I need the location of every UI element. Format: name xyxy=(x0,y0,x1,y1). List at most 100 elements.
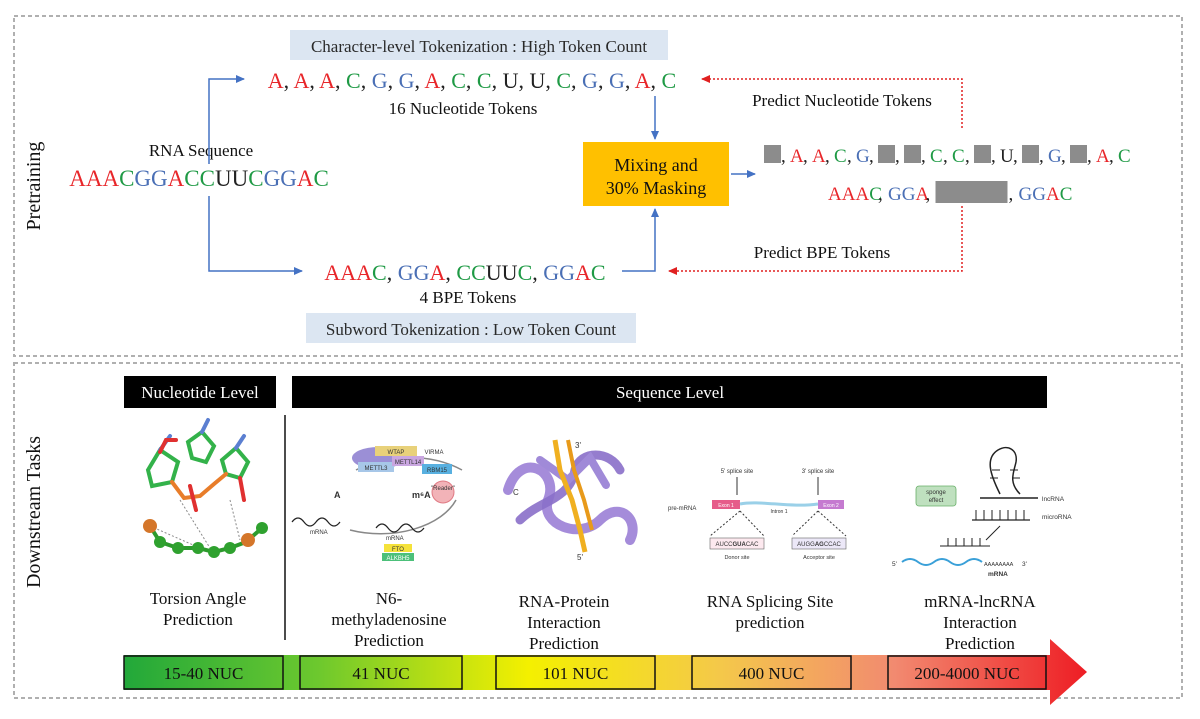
masked-char-token: A xyxy=(790,146,804,167)
rna-nucleotide: G xyxy=(280,166,297,191)
mask-block xyxy=(935,181,1008,203)
bpe-token-char: C xyxy=(456,260,471,285)
bpe-token-char: G xyxy=(414,260,430,285)
token-separator: , xyxy=(361,68,372,93)
token-separator: , xyxy=(388,68,399,93)
masked-char-token: G xyxy=(1048,146,1062,167)
mixing-label-line1: Mixing and xyxy=(614,155,698,175)
svg-text:"Reader": "Reader" xyxy=(431,486,455,492)
mixing-label-line2: 30% Masking xyxy=(606,178,707,198)
nuc-length-box xyxy=(123,655,284,690)
svg-text:AUGGAGCCAC: AUGGAGCCAC xyxy=(797,542,841,548)
svg-text:5': 5' xyxy=(892,561,897,568)
token-separator: , xyxy=(440,68,451,93)
char-token: U xyxy=(503,68,519,93)
char-token: A xyxy=(424,68,440,93)
svg-text:sponge: sponge xyxy=(926,490,946,496)
svg-text:mRNA: mRNA xyxy=(988,571,1008,578)
char-token: C xyxy=(556,68,571,93)
svg-text:WTAP: WTAP xyxy=(388,450,405,456)
downstream-border xyxy=(13,362,1183,699)
masked-char-token: G xyxy=(856,146,870,167)
token-separator: , xyxy=(415,68,425,93)
token-separator: , xyxy=(825,146,830,167)
char-token: C xyxy=(662,68,677,93)
rna-protein-image: 3' 5' C xyxy=(503,439,638,562)
bpe-token-char: A xyxy=(356,260,372,285)
bpe-token-char: C xyxy=(518,260,533,285)
token-separator: , xyxy=(1009,184,1014,205)
predict-nucleotide-arrow xyxy=(701,75,963,128)
subword-tokenization-box xyxy=(306,313,636,343)
sequence-level-label: Sequence Level xyxy=(616,383,724,402)
char-token-count: 16 Nucleotide Tokens xyxy=(389,99,538,118)
char-token: A xyxy=(268,68,284,93)
char-token-sequence: A, A, A, C, G, G, A, C, C, U, U, C, G, G… xyxy=(268,68,676,93)
nuc-length-label: 15-40 NUC xyxy=(164,664,244,683)
rna-nucleotide: G xyxy=(134,166,151,191)
rna-nucleotide: G xyxy=(264,166,281,191)
svg-text:A: A xyxy=(334,490,341,500)
bpe-token-char: G xyxy=(559,260,575,285)
bpe-token-char: A xyxy=(324,260,340,285)
rna-nucleotide: U xyxy=(215,166,232,191)
m6a-cycle-image: WTAP VIRMA METTL14 METTL3 RBM15 A m⁶A mR… xyxy=(291,446,463,562)
token-separator: , xyxy=(335,68,346,93)
bpe-token-char: G xyxy=(543,260,559,285)
token-separator: , xyxy=(965,146,970,167)
masked-char-token: C xyxy=(834,146,847,167)
svg-text:Acceptor site: Acceptor site xyxy=(803,555,835,561)
rna-nucleotide: C xyxy=(200,166,215,191)
token-separator: , xyxy=(598,68,609,93)
nuc-length-label: 41 NUC xyxy=(352,664,409,683)
svg-text:3': 3' xyxy=(575,441,581,450)
bpe-token-char: C xyxy=(591,260,606,285)
arrow-to-bpe-tokens xyxy=(208,196,303,275)
downstream-section-label: Downstream Tasks xyxy=(23,436,45,588)
masked-bpe-token: AAAC xyxy=(828,184,882,205)
masked-char-token: C xyxy=(1118,146,1131,167)
token-separator: , xyxy=(991,146,996,167)
token-separator: , xyxy=(869,146,874,167)
token-separator: , xyxy=(284,68,294,93)
sequence-level-banner xyxy=(292,376,1047,408)
svg-text:mRNA: mRNA xyxy=(310,530,328,536)
nuc-length-label: 200-4000 NUC xyxy=(914,664,1019,683)
svg-text:mRNA: mRNA xyxy=(386,536,404,542)
char-token: A xyxy=(293,68,309,93)
svg-text:m⁶A: m⁶A xyxy=(412,490,431,500)
char-token: U xyxy=(529,68,545,93)
masked-char-tokens: ,A,A,C,G,,,C,C,,U,,G,,A,C xyxy=(764,145,1131,167)
char-token: C xyxy=(346,68,361,93)
char-token: A xyxy=(319,68,335,93)
predict-nucleotide-label: Predict Nucleotide Tokens xyxy=(752,91,932,110)
bpe-token-char: A xyxy=(430,260,446,285)
token-separator: , xyxy=(921,146,926,167)
predict-bpe-label: Predict BPE Tokens xyxy=(754,243,890,262)
rna-sequence: AAACGGACCUUCGGAC xyxy=(69,166,329,191)
token-separator: , xyxy=(571,68,582,93)
token-separator: , xyxy=(387,260,398,285)
svg-text:AAAAAAAA: AAAAAAAA xyxy=(984,562,1014,568)
masked-bpe-token: GGAC xyxy=(1019,184,1073,205)
token-separator: , xyxy=(1013,146,1018,167)
mrna-lncrna-image: sponge effect lncRNA microRNA 5' AAAAAAA… xyxy=(892,446,1072,578)
token-separator: , xyxy=(492,68,503,93)
char-token: C xyxy=(451,68,466,93)
char-tokenization-title: Character-level Tokenization : High Toke… xyxy=(311,37,647,56)
token-separator: , xyxy=(1061,146,1066,167)
nucleotide-level-label: Nucleotide Level xyxy=(141,383,259,402)
masked-char-token: A xyxy=(812,146,826,167)
bpe-token-char: C xyxy=(471,260,486,285)
mask-block xyxy=(878,145,895,163)
token-separator: , xyxy=(445,260,456,285)
svg-text:AUCCGUACAC: AUCCGUACAC xyxy=(715,542,759,548)
svg-text:Exon 1: Exon 1 xyxy=(718,503,734,509)
svg-text:ALKBH5: ALKBH5 xyxy=(386,556,410,562)
svg-text:METTL14: METTL14 xyxy=(395,460,422,466)
svg-text:Donor site: Donor site xyxy=(724,555,749,561)
token-separator: , xyxy=(1087,146,1092,167)
